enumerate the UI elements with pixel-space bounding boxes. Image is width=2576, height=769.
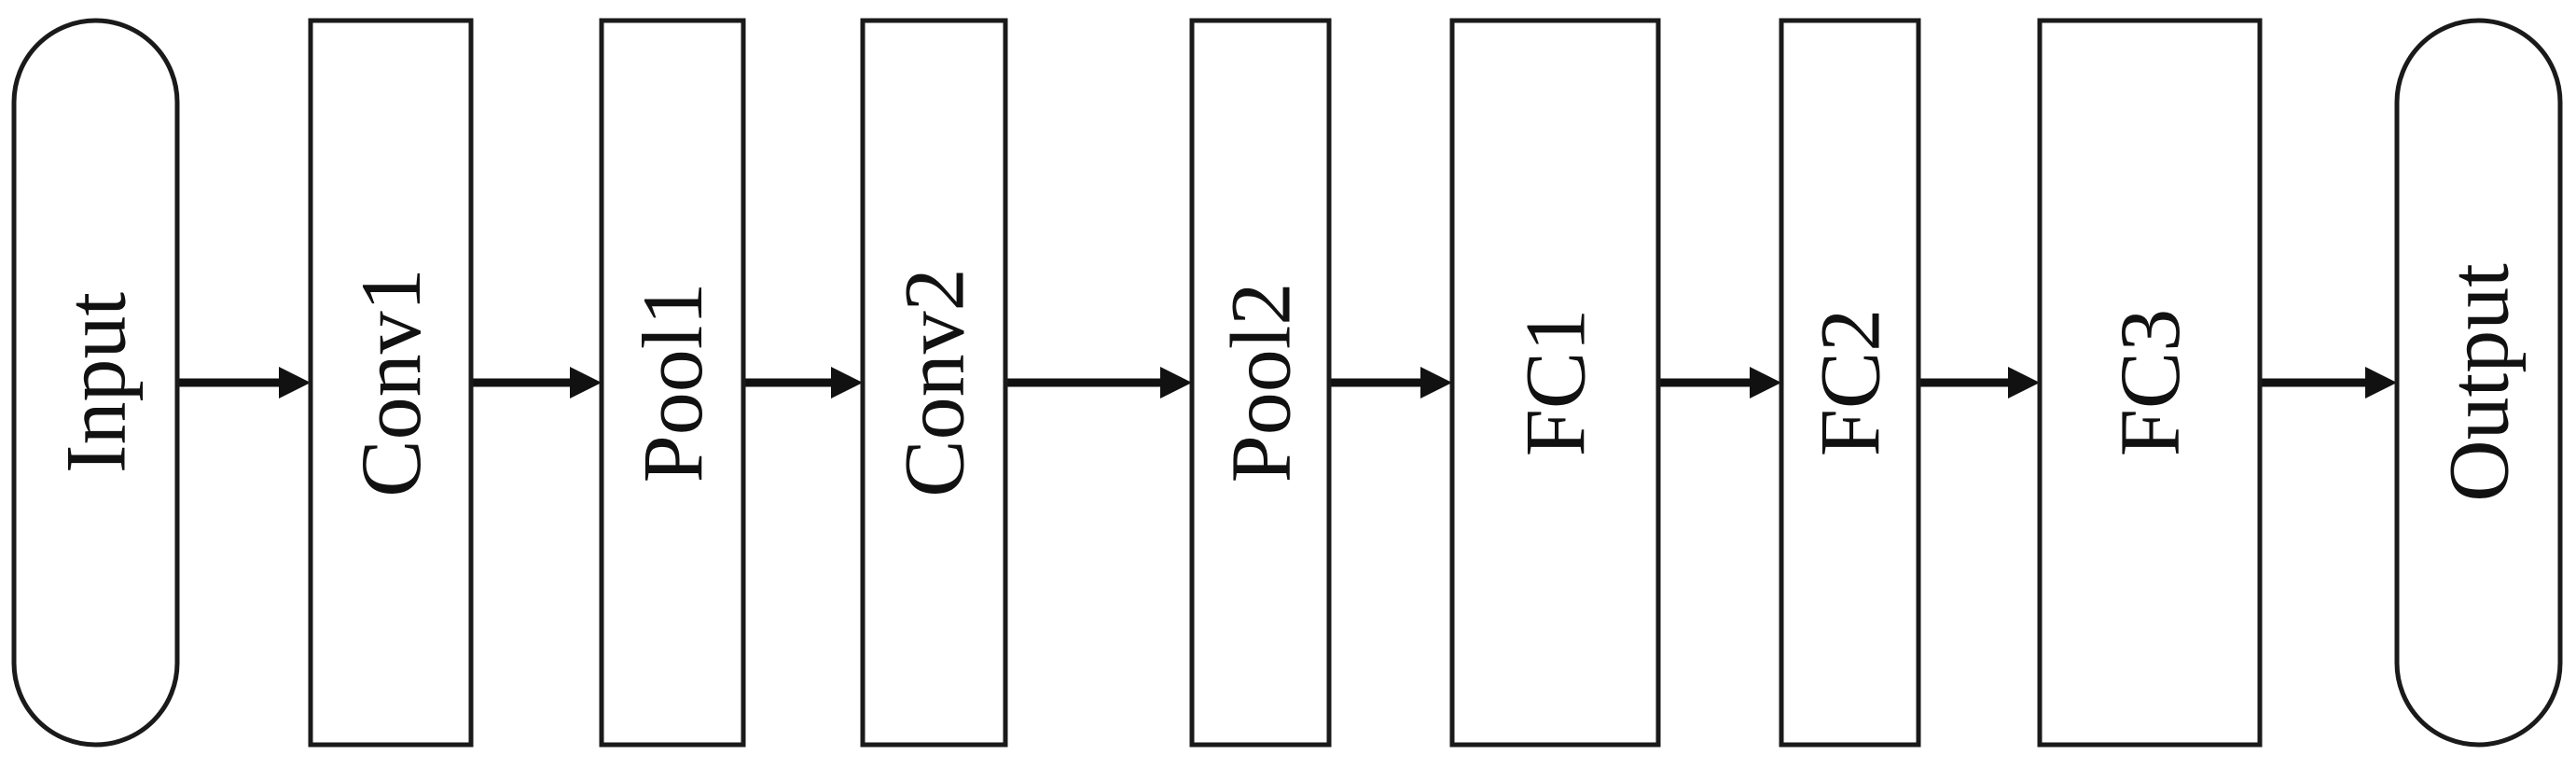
rectangle-shape — [1779, 18, 1921, 748]
edge-pool1-to-conv2 — [743, 367, 863, 398]
rectangle-shape — [1189, 18, 1332, 748]
arrowhead-icon — [831, 367, 863, 398]
rectangle-shape — [308, 18, 474, 748]
node-label-output: Output — [2431, 263, 2527, 502]
node-label-input: Input — [48, 291, 144, 473]
edge-pool2-to-fc1 — [1329, 367, 1452, 398]
arrowhead-icon — [1160, 367, 1192, 398]
arrowhead-icon — [1750, 367, 1781, 398]
edge-fc2-to-fc3 — [1918, 367, 2040, 398]
node-pool2[interactable]: Pool2 — [1189, 18, 1332, 748]
node-fc1[interactable]: FC1 — [1449, 18, 1661, 748]
node-label-fc1: FC1 — [1508, 309, 1603, 457]
arrowhead-icon — [279, 367, 311, 398]
node-input[interactable]: Input — [11, 18, 180, 748]
edge-input-to-conv1 — [177, 367, 311, 398]
node-label-fc2: FC2 — [1803, 309, 1898, 457]
node-fc2[interactable]: FC2 — [1779, 18, 1921, 748]
edge-conv1-to-pool1 — [471, 367, 602, 398]
rectangle-shape — [2037, 18, 2263, 748]
arrowhead-icon — [1420, 367, 1452, 398]
stadium-shape — [11, 18, 180, 748]
edge-conv2-to-pool2 — [1005, 367, 1192, 398]
node-conv1[interactable]: Conv1 — [308, 18, 474, 748]
node-fc3[interactable]: FC3 — [2037, 18, 2263, 748]
node-label-pool2: Pool2 — [1213, 283, 1309, 483]
node-label-conv1: Conv1 — [343, 268, 438, 496]
node-label-pool1: Pool1 — [625, 283, 720, 483]
node-conv2[interactable]: Conv2 — [860, 18, 1008, 748]
stadium-shape — [2394, 18, 2563, 748]
node-output[interactable]: Output — [2394, 18, 2563, 748]
edge-fc3-to-output — [2260, 367, 2397, 398]
arrowhead-icon — [2008, 367, 2040, 398]
arrowhead-icon — [570, 367, 602, 398]
rectangle-shape — [599, 18, 746, 748]
node-label-conv2: Conv2 — [887, 268, 982, 496]
rectangle-shape — [860, 18, 1008, 748]
node-label-fc3: FC3 — [2102, 309, 2197, 457]
arrowhead-icon — [2365, 367, 2397, 398]
edge-fc1-to-fc2 — [1658, 367, 1781, 398]
rectangle-shape — [1449, 18, 1661, 748]
node-pool1[interactable]: Pool1 — [599, 18, 746, 748]
